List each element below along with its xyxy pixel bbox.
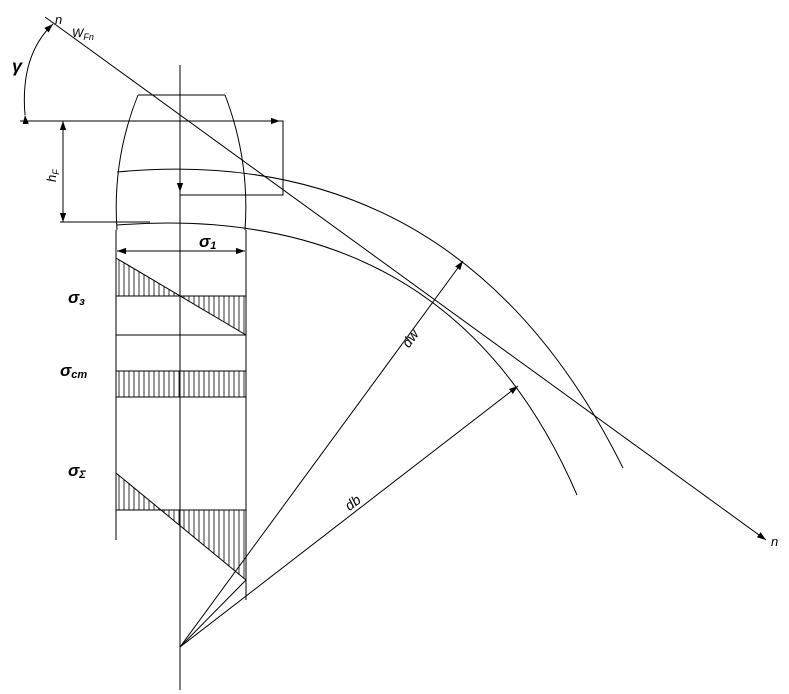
label-sigma3: σз — [68, 288, 85, 308]
gear-center-to-section-corner — [179, 579, 247, 648]
tooth-right-flank — [224, 94, 247, 231]
sigma3-stress-diagram — [115, 257, 247, 336]
force-rectangle — [180, 120, 284, 196]
sigmasum-stress-diagram — [115, 472, 247, 581]
label-n-top: n — [55, 12, 62, 27]
base-circle-arc — [116, 222, 578, 496]
sigmacm-stress-diagram — [116, 370, 246, 398]
dw-diameter-line — [179, 260, 464, 648]
label-w-fn: WFn — [72, 26, 94, 42]
tooth-left-flank — [115, 94, 139, 231]
line-of-action — [44, 16, 767, 541]
label-sigmacm: σcm — [60, 361, 87, 381]
label-gamma: γ — [12, 56, 23, 76]
label-sigma1: σ1 — [199, 232, 216, 252]
db-diameter-line — [179, 385, 519, 648]
label-sigmasum: σΣ — [68, 461, 86, 481]
gamma-arc — [22, 23, 54, 125]
label-db: db — [342, 491, 364, 513]
label-n-bottom: n — [771, 534, 778, 549]
pitch-circle-arc — [116, 168, 624, 469]
label-dw: dw — [398, 326, 422, 351]
label-hf: hF — [44, 169, 61, 182]
